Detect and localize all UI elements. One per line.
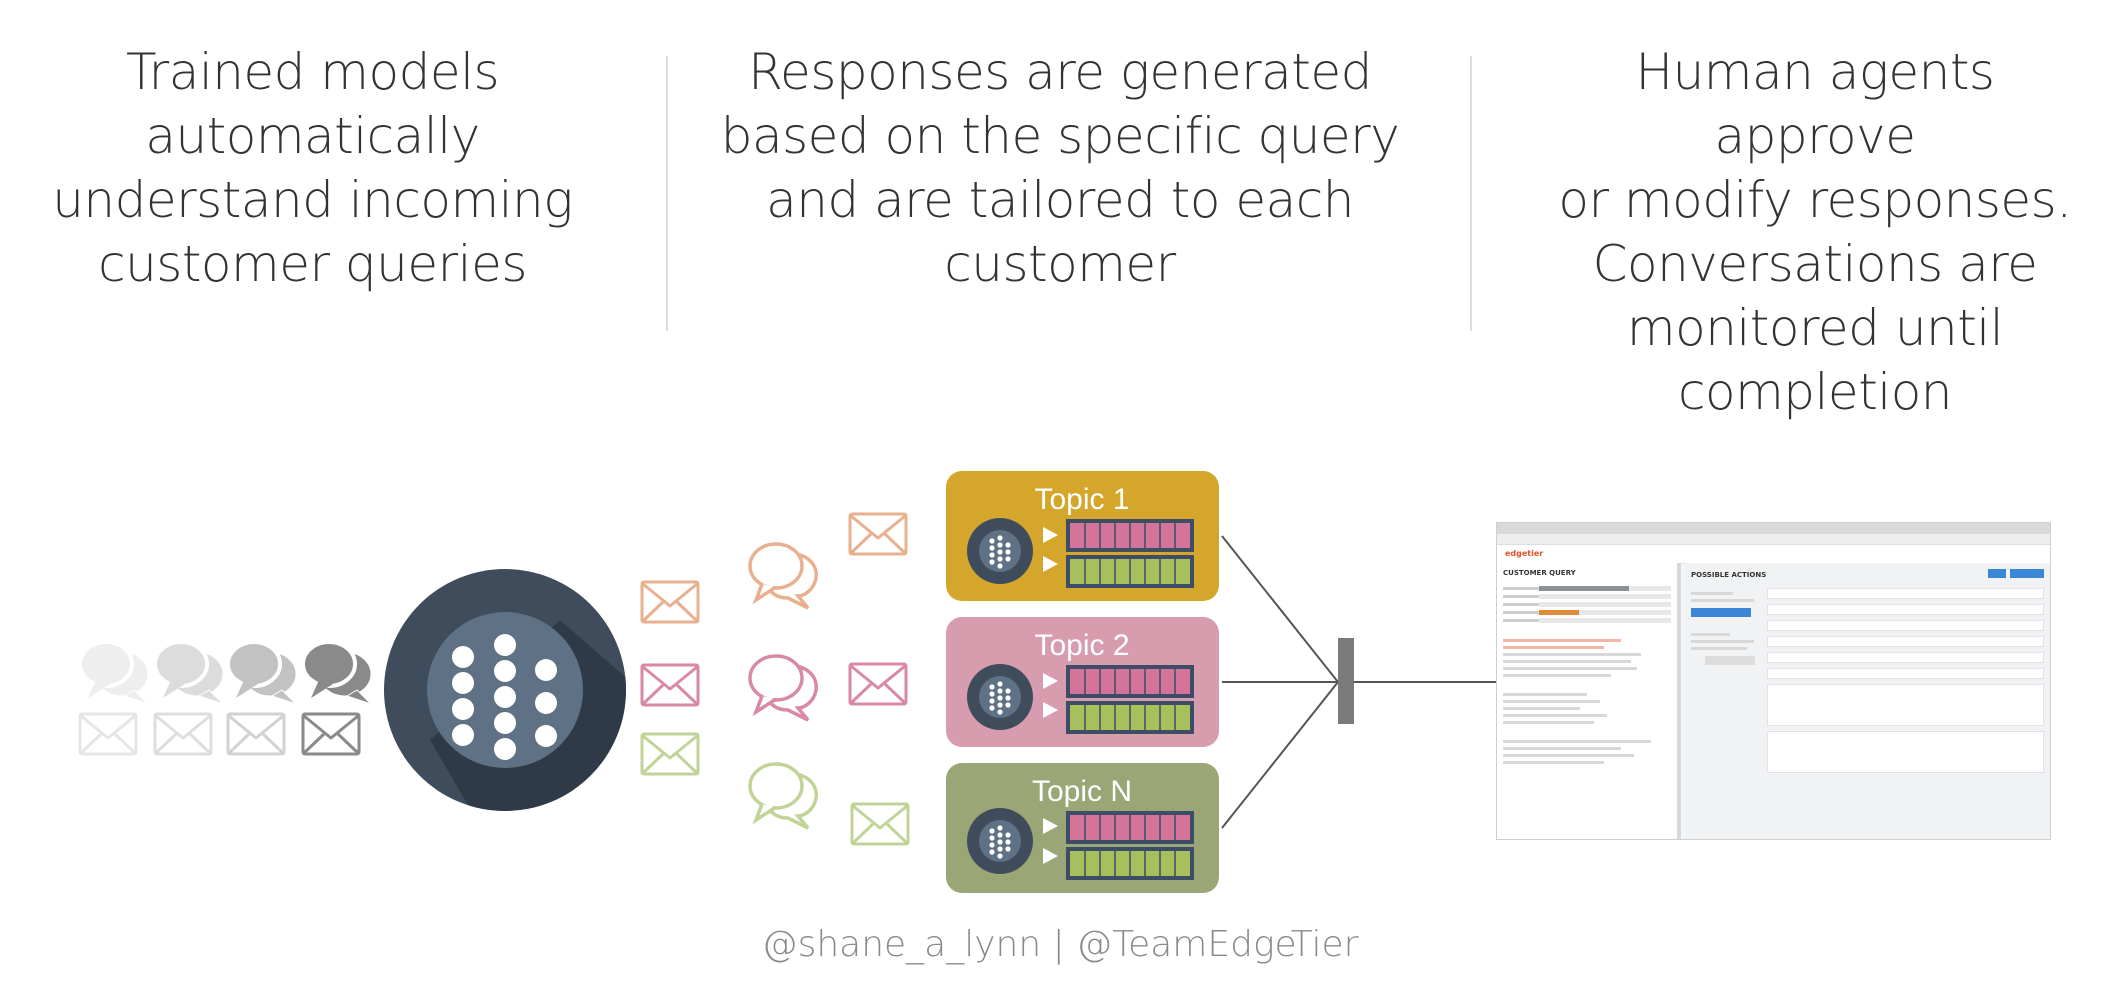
topic-card-n: Topic N xyxy=(946,763,1219,893)
heading-line: customer xyxy=(944,235,1176,293)
response-line[interactable] xyxy=(1767,652,2044,663)
envelope-icon xyxy=(848,512,908,556)
customer-query-panel: CUSTOMER QUERY xyxy=(1497,563,1681,839)
play-triangle-icon xyxy=(1043,556,1058,572)
heading-line: based on the specific query xyxy=(720,107,1400,165)
to-field[interactable] xyxy=(1767,588,2044,599)
panel-title: CUSTOMER QUERY xyxy=(1503,569,1576,577)
play-triangle-icon xyxy=(1043,818,1058,834)
envelope-icon xyxy=(301,712,361,756)
envelope-icon xyxy=(848,662,908,706)
merge-node xyxy=(1338,638,1354,724)
send-close-button[interactable] xyxy=(2010,569,2044,578)
heading-line: Trained models xyxy=(125,43,500,101)
topic-card-1: Topic 1 xyxy=(946,471,1219,601)
app-header: edgetier xyxy=(1497,545,2050,564)
footer-credit: @shane_a_lynn | @TeamEdgeTier xyxy=(761,924,1359,965)
heading-line: customer queries xyxy=(98,235,527,293)
send-button[interactable] xyxy=(1988,569,2006,578)
envelope-icon xyxy=(226,712,286,756)
topic-score-row xyxy=(1503,585,1671,592)
envelope-icon xyxy=(78,712,138,756)
response-body[interactable] xyxy=(1767,731,2044,773)
play-triangle-icon xyxy=(1043,527,1058,543)
column-divider xyxy=(666,56,668,331)
chat-bubbles-icon xyxy=(748,654,818,722)
heading-understand: Trained models automatically understand … xyxy=(40,40,585,296)
play-triangle-icon xyxy=(1043,702,1058,718)
heading-line: monitored until xyxy=(1626,299,2004,357)
chat-bubbles-icon xyxy=(226,640,298,706)
topic-label: Topic 1 xyxy=(1034,483,1129,516)
response-line[interactable] xyxy=(1767,668,2044,679)
action-buttons xyxy=(1988,569,2044,578)
envelope-icon xyxy=(153,712,213,756)
response-line[interactable] xyxy=(1767,620,2044,631)
topic-score-row xyxy=(1503,601,1671,608)
heading-line: Conversations are xyxy=(1592,235,2038,293)
response-option xyxy=(1691,588,2044,778)
edgetier-logo: edgetier xyxy=(1505,549,1544,558)
envelope-icon xyxy=(640,580,700,624)
classified-envelopes xyxy=(640,580,700,776)
chat-bubbles-icon xyxy=(301,640,373,706)
heading-line: Human agents approve xyxy=(1635,43,1995,165)
neural-network-icon xyxy=(452,634,557,760)
panel-title: POSSIBLE ACTIONS xyxy=(1691,570,1767,579)
select-option-button[interactable] xyxy=(1691,608,1751,617)
heading-approve: Human agents approve or modify responses… xyxy=(1530,40,2100,424)
browser-urlbar xyxy=(1497,534,2050,545)
merge-connectors xyxy=(1221,535,1496,829)
topic-score-row xyxy=(1503,609,1671,616)
neural-network-icon xyxy=(989,825,1011,859)
chat-bubbles-icon xyxy=(748,762,818,830)
chat-bubbles-icon xyxy=(78,640,150,706)
heading-line: or modify responses. xyxy=(1558,171,2072,229)
heading-line: Responses are generated xyxy=(748,43,1372,101)
subject-field[interactable] xyxy=(1767,604,2044,615)
topic-score-row xyxy=(1503,593,1671,600)
heading-generate: Responses are generated based on the spe… xyxy=(720,40,1400,296)
topic-label: Topic N xyxy=(1032,775,1132,808)
play-triangle-icon xyxy=(1043,673,1058,689)
option-button[interactable] xyxy=(1705,656,1755,665)
neural-network-icon xyxy=(989,681,1011,715)
heading-line: automatically xyxy=(145,107,480,165)
chat-bubbles-icon xyxy=(153,640,225,706)
agent-ui-screenshot: edgetier CUSTOMER QUERY POSSIBLE ACTIONS xyxy=(1496,522,2051,840)
play-triangle-icon xyxy=(1043,848,1058,864)
possible-actions-panel: POSSIBLE ACTIONS xyxy=(1685,563,2050,839)
chat-bubbles-icon xyxy=(748,542,818,610)
envelope-icon xyxy=(640,732,700,776)
topic-card-2: Topic 2 xyxy=(946,617,1219,747)
trained-model xyxy=(384,569,626,811)
topic-score-row xyxy=(1503,617,1671,624)
response-line[interactable] xyxy=(1767,636,2044,647)
heading-line: and are tailored to each xyxy=(766,171,1354,229)
heading-line: completion xyxy=(1678,363,1952,421)
heading-line: understand incoming xyxy=(52,171,573,229)
browser-tabbar xyxy=(1497,523,2050,534)
envelope-icon xyxy=(640,663,700,707)
topic-label: Topic 2 xyxy=(1034,629,1129,662)
envelope-icon xyxy=(850,802,910,846)
topic-responses xyxy=(748,512,910,846)
column-divider xyxy=(1470,56,1472,331)
incoming-queries xyxy=(78,640,373,756)
response-body[interactable] xyxy=(1767,684,2044,726)
neural-network-icon xyxy=(989,535,1011,569)
